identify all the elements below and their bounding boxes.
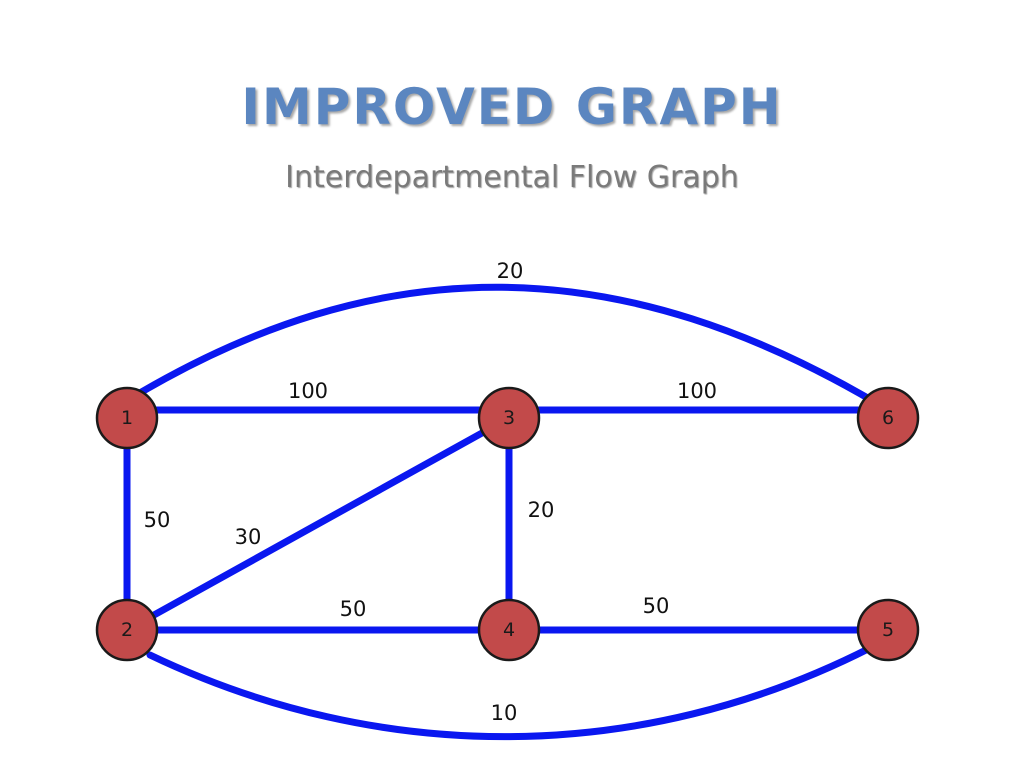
node-2-circle [95, 598, 159, 662]
node-1: 1 [95, 386, 159, 450]
weight-1-2: 50 [144, 508, 171, 532]
weight-2-3: 30 [235, 525, 262, 549]
weight-2-4: 50 [340, 597, 367, 621]
node-2: 2 [95, 598, 159, 662]
weight-2-5: 10 [491, 701, 518, 725]
node-4: 4 [477, 598, 541, 662]
node-4-circle [477, 598, 541, 662]
node-1-label: 1 [121, 407, 133, 429]
node-6-label: 6 [882, 407, 894, 429]
node-6: 6 [856, 386, 920, 450]
node-5-label: 5 [882, 619, 894, 641]
node-1-circle [95, 386, 159, 450]
edge-2-5 [146, 644, 874, 741]
slide-subtitle: Interdepartmental Flow Graph [285, 160, 739, 195]
node-2-label: 2 [121, 619, 133, 641]
node-5-circle [856, 598, 920, 662]
weight-1-3: 100 [288, 379, 328, 403]
slide-title: IMPROVED GRAPH [241, 78, 783, 136]
node-3: 3 [477, 386, 541, 450]
node-5: 5 [856, 598, 920, 662]
weight-3-4: 20 [528, 498, 555, 522]
weight-4-5: 50 [643, 594, 670, 618]
node-3-label: 3 [503, 407, 515, 429]
weight-3-6: 100 [677, 379, 717, 403]
node-6-circle [856, 386, 920, 450]
node-4-label: 4 [503, 619, 515, 641]
node-3-circle [477, 386, 541, 450]
edge-2-3 [123, 414, 513, 634]
edge-1-6 [124, 283, 892, 414]
weight-1-6: 20 [497, 259, 524, 283]
